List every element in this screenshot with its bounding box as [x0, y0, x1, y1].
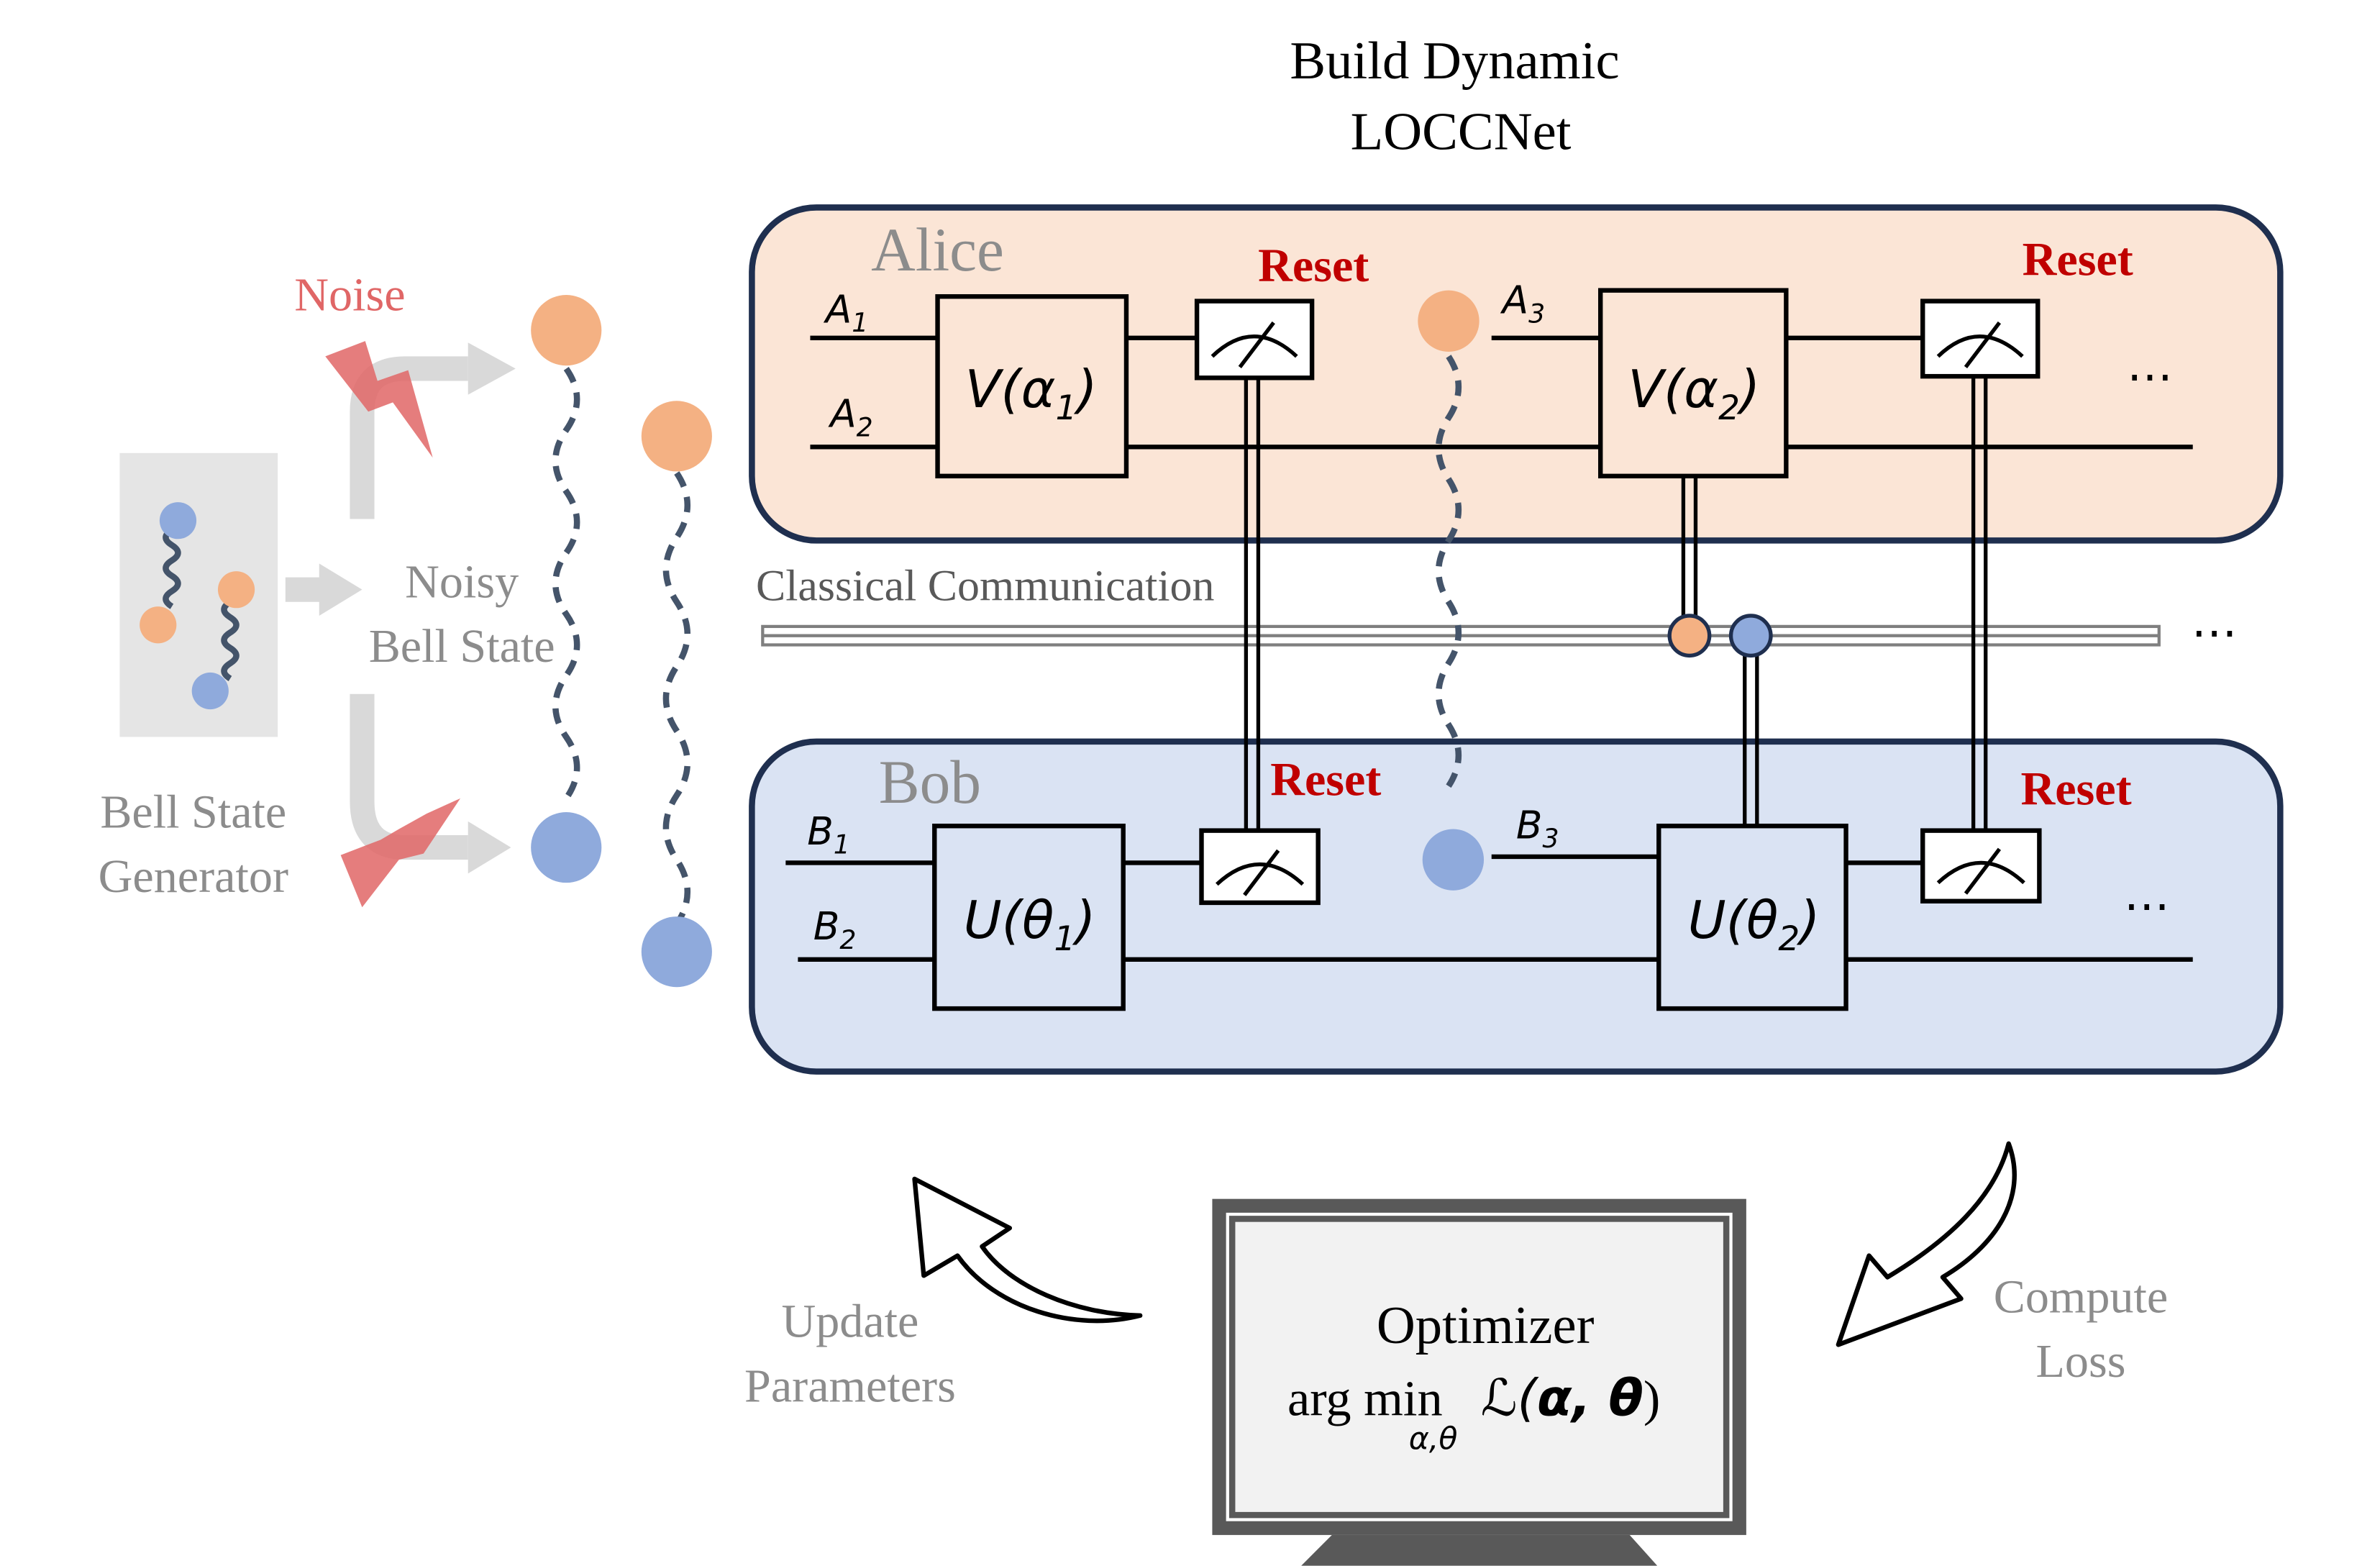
wire-label-b3: B3 — [1516, 802, 1559, 854]
qubit-blue-pair-3 — [1422, 829, 1485, 891]
bob-title: Bob — [879, 749, 981, 816]
arrow-down-head-icon — [468, 821, 511, 874]
wire-label-a3: A3 — [1500, 278, 1546, 329]
generator-qubit-blue-1 — [159, 502, 197, 540]
meter-a1-icon — [1194, 299, 1315, 381]
generator-qubit-blue-2 — [191, 672, 229, 710]
classical-wire-1 — [1244, 378, 1261, 831]
compute-arrow-icon — [1836, 1141, 2017, 1347]
optimizer-title: Optimizer — [1377, 1296, 1595, 1355]
qubit-orange-pair-1 — [531, 295, 602, 366]
wire-label-a1: A1 — [824, 286, 869, 338]
meter-b1-icon — [1199, 828, 1321, 906]
gate-v1 — [935, 293, 1129, 479]
lightning-bottom-icon — [340, 798, 461, 908]
wire-label-b2: B2 — [813, 903, 857, 955]
noisy-label-1: Noisy — [405, 555, 519, 608]
classical-wire-3 — [1743, 655, 1759, 827]
arrow-up-head-icon — [468, 342, 516, 395]
monitor-stand — [1301, 1534, 1658, 1566]
alice-panel — [749, 204, 2284, 544]
meter-b2-icon — [1920, 828, 2042, 903]
entangle-link-1 — [552, 367, 580, 801]
wire-label-a2: A2 — [828, 391, 873, 443]
gate-v1-label: V(α1) — [965, 360, 1098, 428]
generator-qubit-orange-1 — [140, 606, 177, 644]
qubit-orange-pair-3 — [1418, 290, 1479, 352]
alice-ellipsis: ⋯ — [2127, 350, 2173, 401]
gate-u1 — [932, 824, 1126, 1011]
monitor-bezel-line — [1226, 1212, 1733, 1521]
alice-title: Alice — [871, 217, 1004, 284]
wire-label-b1: B1 — [807, 809, 850, 860]
update-label-2: Parameters — [744, 1360, 956, 1412]
classical-wire-2 — [1681, 475, 1698, 616]
gate-u2-label: U(θ2) — [1688, 891, 1820, 959]
monitor-screen — [1235, 1221, 1723, 1512]
classical-wire-4 — [1971, 376, 1988, 831]
generator-label-1: Bell State — [100, 786, 286, 838]
qubit-orange-pair-2 — [641, 401, 712, 472]
arrow-mid-head-icon — [319, 563, 363, 616]
gate-v2 — [1598, 288, 1789, 479]
update-label-1: Update — [781, 1296, 918, 1348]
compute-label-2: Loss — [2036, 1335, 2126, 1388]
noise-label: Noise — [294, 268, 405, 321]
reset-label-b1: Reset — [1270, 754, 1381, 806]
update-arrow-icon — [912, 1176, 1143, 1324]
spring-2 — [221, 599, 240, 682]
noisy-label-2: Bell State — [369, 620, 555, 673]
entangle-link-2 — [662, 471, 690, 927]
qubit-blue-pair-1 — [531, 812, 602, 883]
bob-panel — [749, 738, 2284, 1075]
gate-u2 — [1656, 824, 1848, 1011]
channel-dot-blue — [1728, 614, 1773, 658]
gate-v2-label: V(α2) — [1628, 360, 1760, 428]
channel-ellipsis: ⋯ — [2192, 607, 2238, 658]
title-line-1: Build Dynamic — [1290, 31, 1619, 91]
optimizer-under: α,θ — [1409, 1421, 1458, 1457]
generator-label-2: Generator — [99, 850, 288, 903]
arrow-mid-icon — [285, 577, 326, 602]
qubit-blue-pair-2 — [641, 916, 712, 988]
generator-qubit-orange-2 — [217, 571, 255, 609]
optimizer-arg: arg min — [1287, 1370, 1443, 1426]
lightning-top-icon — [325, 341, 433, 458]
gate-u1-label: U(θ1) — [964, 891, 1096, 959]
bob-ellipsis: ⋯ — [2124, 880, 2170, 932]
reset-label-a1: Reset — [1258, 240, 1369, 292]
reset-label-a2: Reset — [2023, 233, 2133, 286]
meter-a2-icon — [1920, 299, 2041, 379]
spring-1 — [163, 527, 181, 609]
optimizer-loss: ℒ(α, θ) — [1481, 1368, 1661, 1427]
compute-label-1: Compute — [1994, 1271, 2168, 1324]
channel-dot-orange — [1667, 614, 1712, 658]
title-line-2: LOCCNet — [1351, 101, 1572, 161]
reset-label-b2: Reset — [2020, 762, 2131, 815]
channel-label: Classical Communication — [756, 562, 1214, 611]
